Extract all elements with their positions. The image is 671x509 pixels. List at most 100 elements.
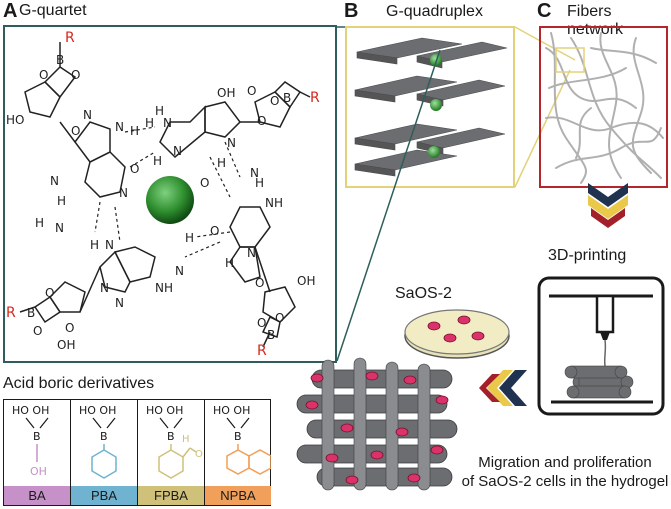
svg-text:N: N — [119, 186, 128, 200]
svg-text:B: B — [100, 430, 108, 443]
svg-text:B: B — [27, 306, 35, 320]
svg-text:OH: OH — [57, 338, 75, 352]
svg-text:H: H — [155, 104, 164, 118]
svg-text:O: O — [71, 68, 80, 82]
svg-text:B: B — [267, 328, 275, 342]
svg-text:N: N — [173, 144, 182, 158]
zoom-marker-box — [555, 47, 585, 73]
svg-text:N: N — [175, 264, 184, 278]
svg-text:O: O — [257, 114, 266, 128]
svg-text:O: O — [200, 176, 209, 190]
svg-text:N: N — [227, 136, 236, 150]
r-group-bottom-right: R — [257, 343, 267, 359]
boric-label-ba: BA — [4, 486, 70, 505]
g-quadruplex-stack — [354, 37, 508, 177]
svg-text:HO OH: HO OH — [79, 404, 116, 417]
migration-caption: Migration and proliferation of SaOS-2 ce… — [460, 453, 670, 491]
svg-text:O: O — [65, 321, 74, 335]
r-group-top-left: R — [65, 30, 75, 46]
naphthylboronic-acid-structure: HO OH B — [213, 404, 271, 475]
cation-sphere-3 — [428, 146, 440, 158]
boric-cell-ba: HO OH B OH BA — [4, 400, 71, 505]
cation-sphere-2 — [430, 99, 442, 111]
fibers-network-frame — [539, 26, 668, 188]
svg-text:N: N — [100, 281, 109, 295]
svg-text:HO OH: HO OH — [213, 404, 250, 417]
svg-text:O: O — [39, 68, 48, 82]
svg-text:O: O — [257, 316, 266, 330]
migration-caption-line2: of SaOS-2 cells in the hydrogel — [461, 473, 669, 490]
svg-text:HO OH: HO OH — [12, 404, 49, 417]
svg-text:H: H — [145, 116, 154, 130]
boric-label-npba: NPBA — [205, 486, 271, 505]
g-quartet-frame — [3, 25, 337, 363]
phenylboronic-acid-structure: HO OH B — [79, 404, 117, 479]
svg-text:O: O — [195, 449, 203, 460]
svg-text:B: B — [33, 430, 41, 443]
svg-text:N: N — [115, 120, 124, 134]
boric-table: HO OH B OH BA HO OH B PBA HO OH B — [3, 399, 271, 506]
svg-text:N: N — [83, 108, 92, 122]
svg-text:H: H — [57, 194, 66, 208]
boric-acid-structure: HO OH B OH — [12, 404, 49, 478]
svg-text:H: H — [153, 154, 162, 168]
svg-text:O: O — [247, 84, 256, 98]
chevron-left-icon — [479, 370, 527, 406]
saos-label: SaOS-2 — [395, 285, 452, 302]
svg-text:NH: NH — [155, 281, 173, 295]
svg-text:HO OH: HO OH — [146, 404, 183, 417]
svg-text:H: H — [90, 238, 99, 252]
migration-caption-line1: Migration and proliferation — [478, 454, 652, 471]
svg-text:O: O — [255, 276, 264, 290]
svg-text:O: O — [270, 94, 279, 108]
svg-text:OH: OH — [217, 86, 235, 100]
svg-text:H: H — [130, 124, 139, 138]
svg-text:H: H — [255, 176, 264, 190]
svg-text:N: N — [55, 221, 64, 235]
svg-text:O: O — [130, 162, 139, 176]
svg-text:N: N — [163, 116, 172, 130]
svg-text:O: O — [210, 224, 219, 238]
svg-text:H: H — [185, 231, 194, 245]
hydroxyl-label: HO — [6, 113, 24, 127]
panel-c-letter: C — [537, 0, 552, 22]
svg-text:N: N — [105, 238, 114, 252]
svg-text:H: H — [217, 156, 226, 170]
svg-text:NH: NH — [265, 196, 283, 210]
svg-text:O: O — [275, 311, 284, 325]
svg-text:B: B — [283, 91, 291, 105]
panel-c-title: Fibers network — [567, 3, 624, 38]
boric-cell-fpba: HO OH B H O FPBA — [138, 400, 205, 505]
g-quartet-structure: R B O O HO O N N H H N H H O N N H H N H… — [6, 30, 320, 359]
panel-b-letter: B — [344, 0, 359, 22]
svg-text:O: O — [71, 124, 80, 138]
svg-text:N: N — [115, 296, 124, 310]
central-cation-sphere — [146, 176, 194, 224]
svg-text:B: B — [234, 430, 242, 443]
svg-text:N: N — [247, 246, 256, 260]
svg-text:OH: OH — [30, 465, 47, 478]
svg-text:B: B — [167, 430, 175, 443]
panel-a-title: G-quartet — [19, 2, 87, 19]
svg-text:N: N — [50, 174, 59, 188]
petri-dish — [404, 309, 510, 359]
boric-cell-pba: HO OH B PBA — [71, 400, 138, 505]
boric-label-pba: PBA — [71, 486, 137, 505]
boron-top-left: B — [56, 53, 64, 67]
svg-text:OH: OH — [297, 274, 315, 288]
boric-cell-npba: HO OH B NPBA — [205, 400, 271, 505]
svg-text:H: H — [225, 256, 234, 270]
svg-text:O: O — [45, 286, 54, 300]
g-quadruplex-frame — [345, 26, 515, 188]
boric-title: Acid boric derivatives — [3, 375, 155, 392]
bioprinter-illustration — [537, 276, 665, 416]
svg-text:H: H — [35, 216, 44, 230]
formylphenylboronic-acid-structure: HO OH B H O — [146, 404, 203, 479]
chevron-down-icon — [588, 183, 628, 228]
r-group-bottom-left: R — [6, 305, 16, 321]
panel-a-letter: A — [3, 0, 18, 22]
svg-text:N: N — [250, 166, 259, 180]
fibers-network — [545, 32, 664, 184]
boric-label-fpba: FPBA — [138, 486, 204, 505]
